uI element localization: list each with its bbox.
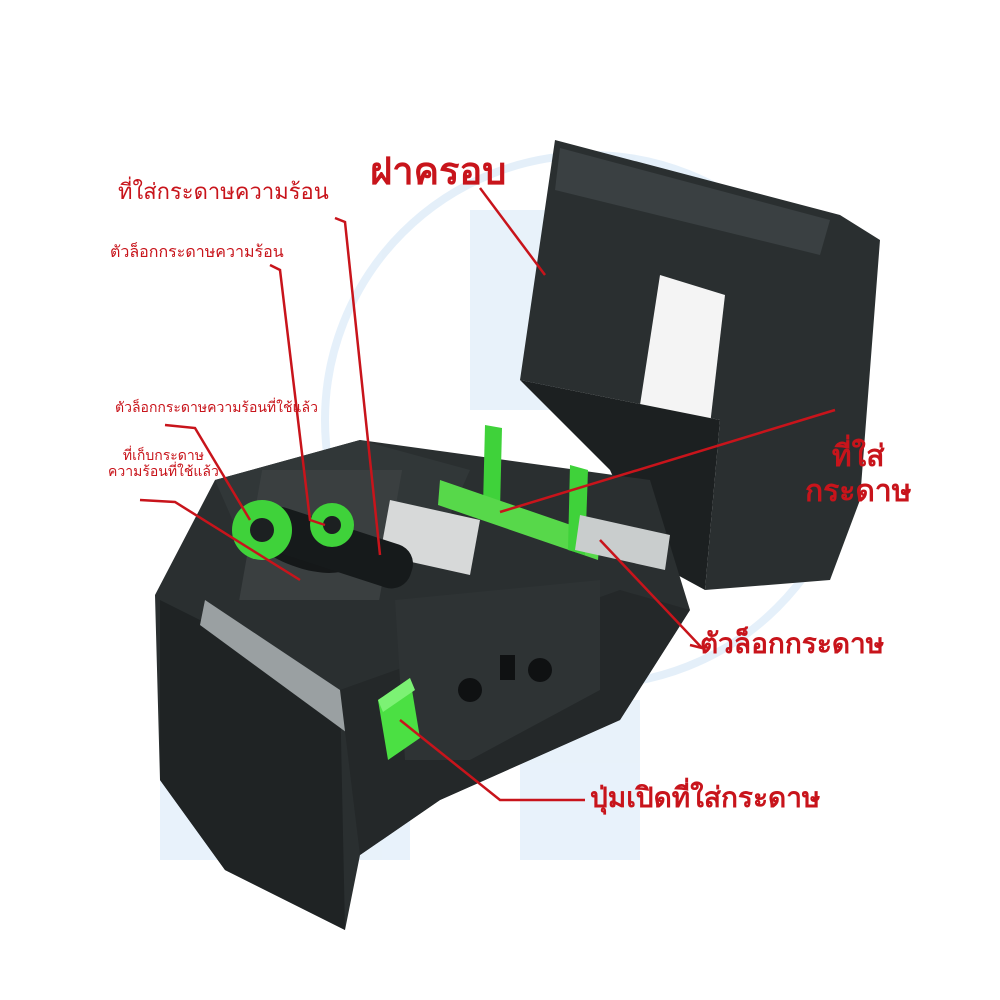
callout-lines	[139, 187, 836, 802]
open-button-icon	[378, 678, 420, 760]
paper-holder-line1: ที่ใส่	[831, 439, 885, 474]
used-ribbon-store-line1: ที่เก็บกระดาษ	[122, 448, 204, 464]
paper-holder-line2: กระดาษ	[805, 473, 912, 509]
used-ribbon-lock-label: ตัวล็อกกระดาษความร้อนที่ใช้แล้ว	[115, 400, 318, 416]
paper-lock-label: ตัวล็อกกระดาษ	[700, 627, 885, 660]
paper-holder-label: ที่ใส่ กระดาษ	[805, 439, 912, 509]
cover-label: ฝาครอบ	[370, 149, 507, 193]
used-ribbon-store-line2: ความร้อนที่ใช้แล้ว	[108, 464, 219, 481]
open-button-label: ปุ่มเปิดที่ใส่กระดาษ	[590, 781, 821, 814]
paper-guide	[438, 425, 670, 570]
used-ribbon-store-label: ที่เก็บกระดาษ ความร้อนที่ใช้แล้ว	[108, 448, 219, 480]
ribbon-lock-label: ตัวล็อกกระดาษความร้อน	[110, 242, 284, 261]
ribbon-holder-label: ที่ใส่กระดาษความร้อน	[118, 180, 329, 205]
side-panel	[395, 580, 600, 760]
